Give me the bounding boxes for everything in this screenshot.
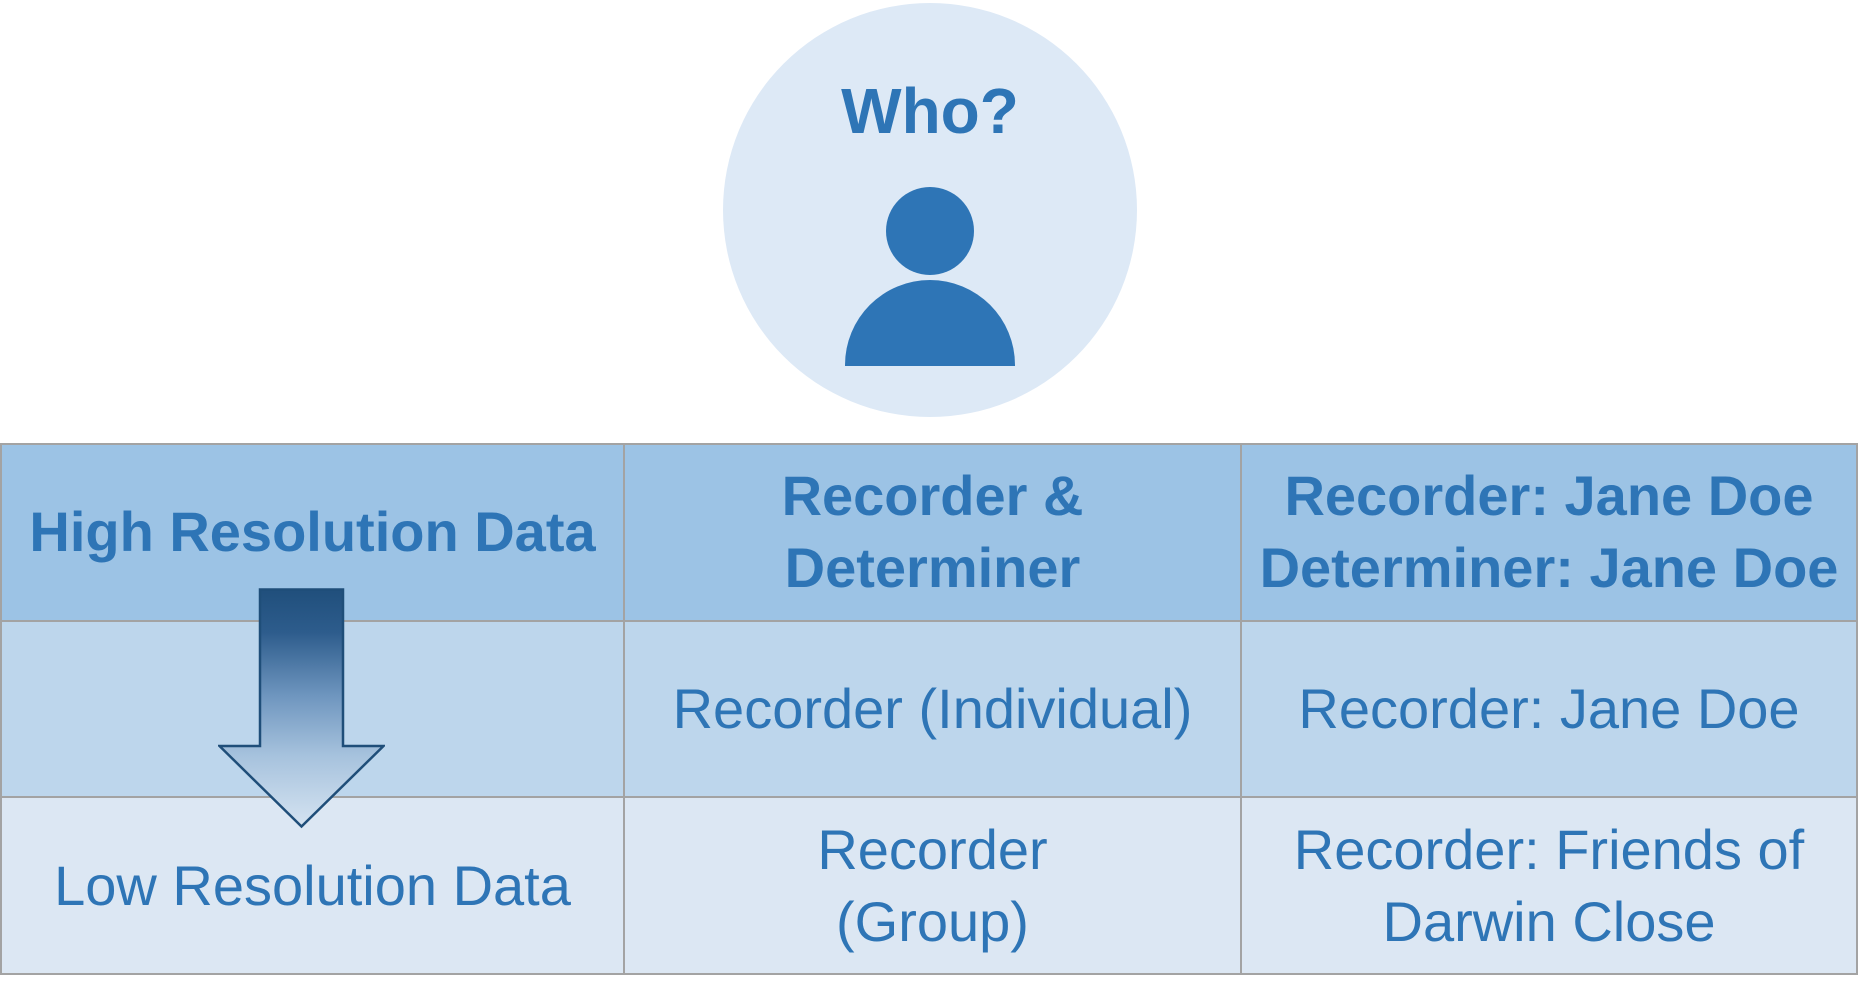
header-high-resolution-data: High Resolution Data: [2, 445, 623, 620]
cell-recorder-group-example: Recorder: Friends of Darwin Close: [1242, 798, 1856, 973]
header-recorder-determiner-example: Recorder: Jane Doe Determiner: Jane Doe: [1242, 445, 1856, 620]
who-circle: Who?: [723, 3, 1137, 417]
who-title: Who?: [841, 75, 1019, 147]
down-arrow-icon: [218, 588, 385, 829]
cell-low-resolution-data: Low Resolution Data: [2, 798, 623, 973]
cell-recorder-group: Recorder (Group): [625, 798, 1240, 973]
person-head: [886, 187, 974, 275]
resolution-table: High Resolution Data Recorder & Determin…: [0, 443, 1858, 975]
person-body: [845, 280, 1015, 366]
cell-recorder-individual-example: Recorder: Jane Doe: [1242, 621, 1856, 797]
header-recorder-determiner: Recorder & Determiner: [625, 445, 1240, 620]
person-icon: [723, 3, 1137, 417]
cell-recorder-individual: Recorder (Individual): [625, 621, 1240, 797]
